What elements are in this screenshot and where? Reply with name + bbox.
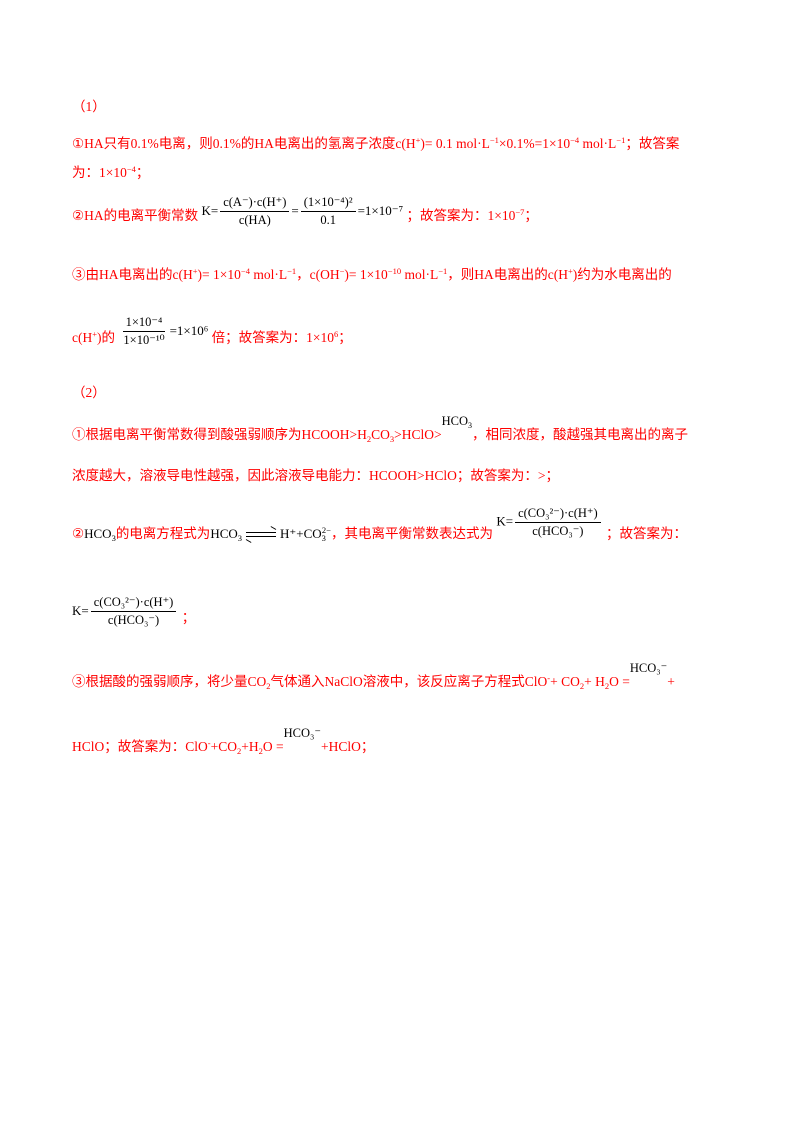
- part1-item3-line1: ③由HA电离出的c(H+)= 1×10−4 mol·L−1，c(OH−)= 1×…: [72, 266, 672, 282]
- part1-item1-line2: 为：1×10−4；: [72, 164, 150, 180]
- hco3-answer-product: HCO₃⁻: [283, 726, 321, 740]
- part2-item3-line2: HClO；故答案为：ClO-+CO2+H2O =HCO₃⁻+HClO；: [72, 726, 375, 756]
- hco3-product: HCO₃⁻: [629, 661, 668, 675]
- part2-item2-answer: K=c(CO₃²⁻)·c(H⁺)c(HCO₃⁻) ；: [72, 592, 728, 629]
- ka-hco3-formula: K=c(CO₃²⁻)·c(H⁺)c(HCO₃⁻): [496, 506, 602, 539]
- part2-item1-line2: 浓度越大，溶液导电性越强，因此溶液导电能力：HCOOH>HClO；故答案为：>；: [72, 468, 559, 483]
- hco3-formula: HCO3: [441, 414, 473, 430]
- ka-hco3-answer-formula: K=c(CO₃²⁻)·c(H⁺)c(HCO₃⁻): [72, 593, 178, 629]
- part2-item3-line1: ③根据酸的强弱顺序，将少量CO2气体通入NaClO溶液中，该反应离子方程式ClO…: [72, 661, 675, 691]
- equilibrium-arrow-icon: [245, 525, 277, 543]
- part2-label: （2）: [72, 385, 106, 400]
- part2-item1-line1: ①根据电离平衡常数得到酸强弱顺序为HCOOH>H2CO3>HClO>HCO3，相…: [72, 414, 689, 444]
- part1-item1-line1: ①HA只有0.1%电离，则0.1%的HA电离出的氢离子浓度c(H+)= 0.1 …: [72, 135, 680, 151]
- part1-label: （1）: [72, 99, 106, 114]
